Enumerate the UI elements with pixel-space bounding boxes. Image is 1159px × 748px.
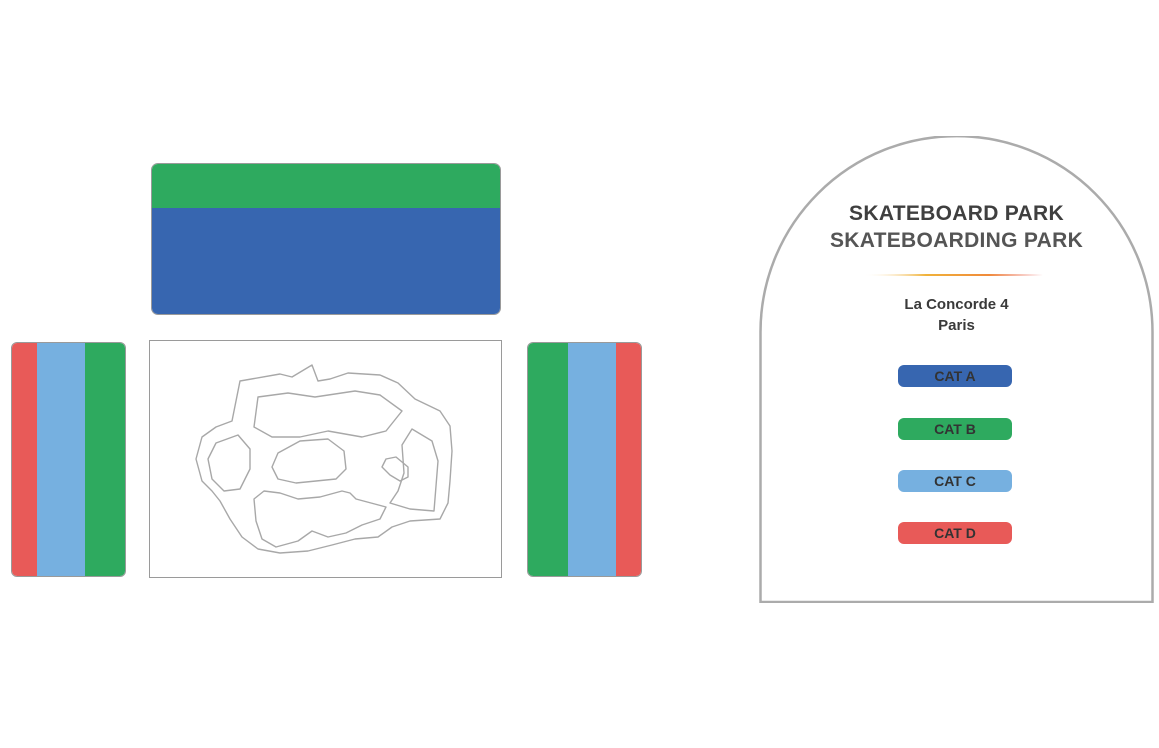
stand-top-cat-b-section[interactable] xyxy=(152,164,500,208)
venue-city: Paris xyxy=(938,317,975,334)
stand-top[interactable] xyxy=(151,163,501,315)
category-b-badge[interactable]: CAT B xyxy=(898,418,1012,440)
venue-name: La Concorde 4 xyxy=(904,296,1009,313)
stand-left[interactable] xyxy=(11,342,126,577)
stand-right[interactable] xyxy=(527,342,642,577)
stand-right-cat-c-section[interactable] xyxy=(568,343,617,576)
stand-right-cat-b-section[interactable] xyxy=(528,343,569,576)
stand-left-cat-b-section[interactable] xyxy=(84,343,125,576)
stand-right-cat-d-section[interactable] xyxy=(616,343,641,576)
legend-panel: SKATEBOARD PARK SKATEBOARDING PARK La Co… xyxy=(759,136,1154,603)
skate-course-outline xyxy=(195,364,453,554)
stand-left-cat-d-section[interactable] xyxy=(12,343,37,576)
category-d-badge[interactable]: CAT D xyxy=(898,522,1012,544)
stand-left-cat-c-section[interactable] xyxy=(36,343,85,576)
category-c-badge[interactable]: CAT C xyxy=(898,470,1012,492)
legend-title: SKATEBOARD PARK xyxy=(849,202,1064,225)
stand-top-cat-a-section[interactable] xyxy=(152,208,500,314)
skate-park-area xyxy=(149,340,502,578)
title-divider xyxy=(863,274,1043,276)
legend-subtitle: SKATEBOARDING PARK xyxy=(829,229,1084,252)
category-a-badge[interactable]: CAT A xyxy=(898,365,1012,387)
